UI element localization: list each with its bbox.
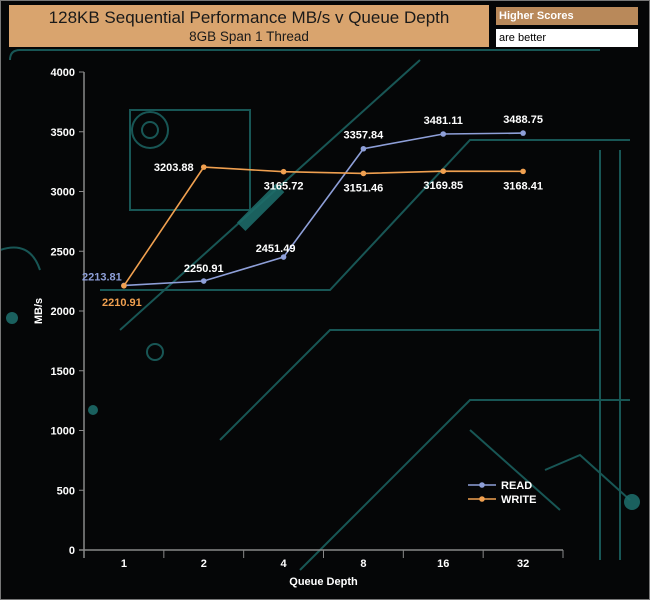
data-label-read: 3481.11	[424, 115, 463, 127]
data-label-read: 3357.84	[344, 130, 385, 142]
data-label-read: 2250.91	[184, 263, 224, 275]
chart-title: 128KB Sequential Performance MB/s v Queu…	[48, 8, 450, 27]
series-line-write	[123, 166, 524, 287]
data-point-read	[280, 254, 287, 260]
y-tick-label: 2000	[51, 306, 75, 318]
data-point-write	[121, 282, 127, 289]
data-point-read	[360, 145, 367, 152]
x-tick-label: 8	[360, 558, 366, 570]
x-tick-label: 2	[201, 558, 207, 570]
x-axis-title: Queue Depth	[289, 576, 358, 588]
x-tick-label: 32	[517, 558, 529, 570]
x-tick-label: 16	[437, 558, 449, 570]
data-point-read	[520, 130, 526, 136]
legend-label-read: READ	[501, 480, 532, 492]
data-label-write: 3151.46	[344, 182, 384, 194]
data-label-write: 3169.85	[423, 180, 463, 192]
y-tick-label: 3000	[51, 187, 75, 199]
x-tick-label: 1	[121, 558, 127, 570]
data-label-write: 3165.72	[264, 181, 304, 193]
data-point-write	[280, 168, 287, 175]
data-label-read: 2451.49	[256, 243, 296, 255]
legend-label-write: WRITE	[501, 494, 536, 506]
y-tick-label: 3500	[51, 127, 75, 139]
data-point-read	[440, 131, 447, 137]
data-label-read: 3488.75	[503, 114, 543, 126]
series-line-read	[123, 132, 524, 287]
y-tick-label: 0	[69, 545, 75, 557]
legend-marker-write	[479, 496, 485, 502]
data-label-write: 3168.41	[503, 180, 543, 192]
data-point-write	[440, 168, 447, 175]
data-point-write	[200, 164, 207, 170]
x-tick-label: 4	[281, 558, 288, 570]
data-label-write: 3203.88	[154, 162, 194, 174]
higher-scores-badge: Higher Scores	[496, 7, 638, 25]
y-axis-title: MB/s	[33, 298, 45, 324]
legend-marker-read	[479, 482, 485, 488]
y-tick-label: 2500	[51, 246, 75, 258]
y-tick-label: 1000	[51, 426, 75, 438]
chart-subtitle: 8GB Span 1 Thread	[189, 29, 309, 44]
are-better-badge: are better	[496, 29, 638, 47]
chart-title-box: 128KB Sequential Performance MB/s v Queu…	[9, 5, 489, 47]
data-label-read: 2213.81	[82, 271, 122, 283]
y-tick-label: 4000	[51, 67, 75, 79]
data-point-write	[360, 170, 367, 177]
data-label-write: 2210.91	[102, 297, 142, 309]
y-tick-label: 1500	[51, 366, 75, 378]
data-point-write	[520, 168, 526, 175]
y-tick-label: 500	[57, 485, 75, 497]
data-point-read	[200, 278, 207, 284]
